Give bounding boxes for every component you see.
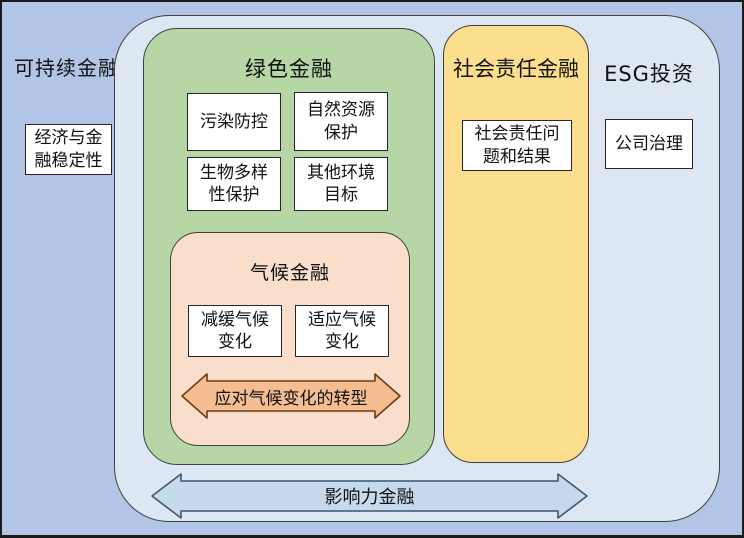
economic-stability-label: 经济与金 融稳定性 [34,128,103,171]
double-arrow-icon [181,373,401,419]
pollution-control-box: 污染防控 [187,93,281,151]
corporate-governance-label: 公司治理 [615,133,683,154]
mitigation-label: 减缓气候 变化 [201,309,269,352]
impact-finance-arrow-label: 影响力金融 [324,487,415,508]
mitigation-box: 减缓气候 变化 [188,305,282,357]
esg-investing-title: ESG投资 [604,62,694,86]
climate-finance-title: 气候金融 [249,262,330,284]
social-finance-panel: 社会责任金融 社会责任问 题和结果 [443,25,589,463]
social-issues-box: 社会责任问 题和结果 [462,120,572,171]
pollution-control-label: 污染防控 [200,111,268,132]
adaptation-label: 适应气候 变化 [308,309,376,352]
transition-double-arrow-icon: 应对气候变化的转型 [181,372,401,420]
climate-finance-panel: 气候金融 减缓气候 变化 适应气候 变化 应对气候变化的转型 [170,232,410,446]
other-environment-box: 其他环境 目标 [294,157,388,211]
green-finance-title: 绿色金融 [245,57,333,81]
transition-arrow-label: 应对气候变化的转型 [214,388,368,409]
biodiversity-box: 生物多样 性保护 [187,157,281,211]
double-arrow-icon [151,473,588,519]
economic-stability-box: 经济与金 融稳定性 [25,124,112,175]
biodiversity-label: 生物多样 性保护 [200,162,268,205]
impact-finance-double-arrow-icon: 影响力金融 [151,472,588,520]
sustainable-finance-label: 可持续金融 [14,56,119,80]
social-finance-title: 社会责任金融 [453,57,579,81]
natural-resources-label: 自然资源 保护 [307,100,375,143]
corporate-governance-box: 公司治理 [605,119,693,169]
other-environment-label: 其他环境 目标 [307,162,375,205]
inner-panel: 绿色金融 污染防控 自然资源 保护 生物多样 性保护 其他环境 目标 气候金融 … [114,15,720,522]
adaptation-box: 适应气候 变化 [295,305,389,357]
green-finance-panel: 绿色金融 污染防控 自然资源 保护 生物多样 性保护 其他环境 目标 气候金融 … [143,28,435,465]
natural-resources-box: 自然资源 保护 [294,92,388,151]
social-issues-label: 社会责任问 题和结果 [474,124,560,167]
